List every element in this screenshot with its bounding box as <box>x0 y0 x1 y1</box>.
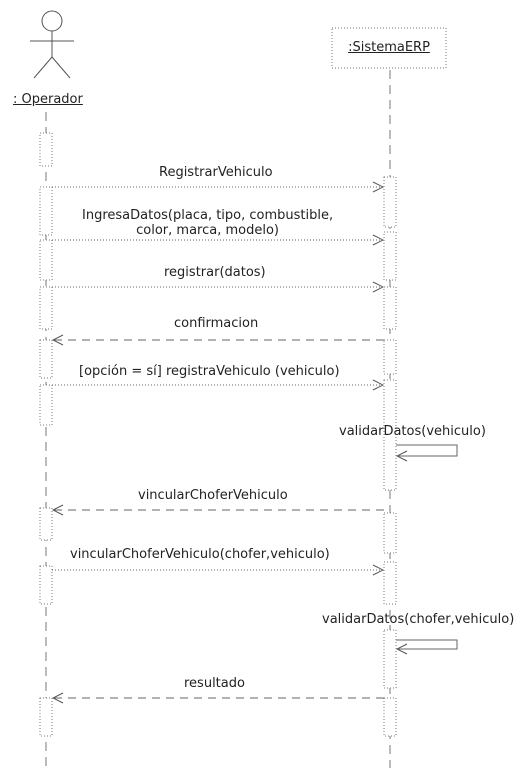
actor-icon <box>30 10 74 79</box>
message-label: RegistrarVehiculo <box>159 165 273 180</box>
actor-activation <box>39 286 53 330</box>
message-label: vincularChoferVehiculo(chofer,vehiculo) <box>70 547 330 562</box>
actor-activation <box>39 697 53 737</box>
message-label: registrar(datos) <box>164 265 266 280</box>
actor-activation <box>39 132 53 167</box>
actor-activation <box>39 186 53 236</box>
system-activation <box>383 561 397 605</box>
message-label: resultado <box>184 676 245 691</box>
self-message-validar-datos-vehiculo <box>396 444 458 456</box>
system-activation <box>383 286 397 330</box>
message-label: [opción = sí] registraVehiculo (vehiculo… <box>79 364 340 379</box>
system-activation <box>383 339 397 375</box>
message-label: confirmacion <box>174 316 259 331</box>
system-activation <box>383 231 397 281</box>
actor-name: : Operador <box>13 92 83 107</box>
system-activation <box>383 176 397 228</box>
actor-activation <box>39 384 53 426</box>
actor-activation <box>39 565 53 605</box>
system-activation <box>383 629 397 689</box>
system-activation <box>383 379 397 491</box>
message-label: IngresaDatos(placa, tipo, combustible, c… <box>82 208 334 238</box>
self-message-validar-datos-chofer <box>396 639 458 649</box>
system-box <box>331 27 447 69</box>
message-label: validarDatos(vehiculo) <box>339 424 486 439</box>
system-activation <box>383 697 397 737</box>
system-name: :SistemaERP <box>348 40 430 55</box>
actor-activation <box>39 239 53 281</box>
system-activation <box>383 512 397 554</box>
actor-activation <box>39 339 53 379</box>
actor-activation <box>39 507 53 541</box>
message-label: vincularChoferVehiculo <box>138 488 288 503</box>
message-label: validarDatos(chofer,vehiculo) <box>322 612 515 627</box>
